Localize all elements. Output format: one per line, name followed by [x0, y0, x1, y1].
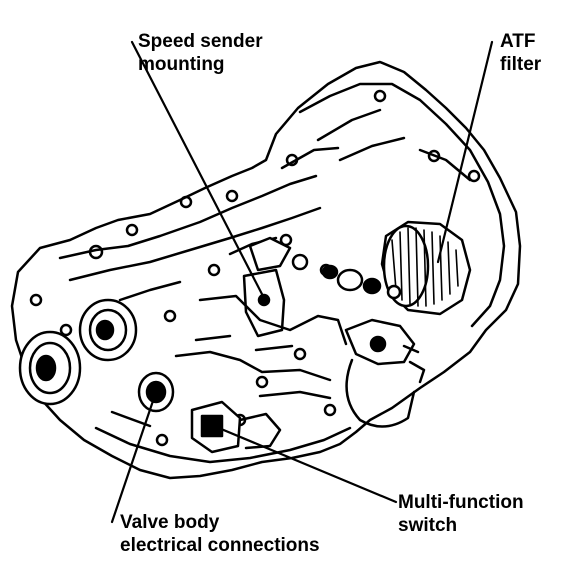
left-drive-flange [18, 330, 82, 406]
atf-fittings [321, 264, 402, 300]
leader-lines [110, 40, 494, 524]
label-speed-sender-line2: mounting [138, 54, 225, 75]
right-drive-flange [78, 298, 138, 362]
bell-housing-ribs [280, 108, 472, 182]
label-speed-sender-mounting: Speed sender mounting [138, 30, 263, 76]
leader-speed-sender [130, 40, 266, 300]
leader-atf-filter [436, 40, 494, 264]
label-atf-line2: filter [500, 54, 542, 75]
housing-outline [10, 60, 522, 480]
label-atf-filter: ATF filter [500, 30, 541, 76]
selector-bracket [344, 318, 426, 428]
label-speed-sender-line1: Speed sender [138, 31, 263, 52]
label-multi-line1: Multi-function [398, 492, 524, 513]
bell-housing-rim [298, 82, 506, 328]
speed-sender-mount [242, 236, 292, 338]
label-atf-line1: ATF [500, 31, 536, 52]
label-multi-function-switch: Multi-function switch [398, 491, 524, 537]
leader-valve-body [110, 390, 158, 524]
atf-filter-canister [380, 220, 472, 316]
case-ridges [58, 174, 322, 302]
leader-multi-function [212, 424, 398, 504]
shift-linkage [174, 294, 348, 382]
label-valve-body-connections: Valve body electrical connections [120, 511, 320, 557]
label-valve-line2: electrical connections [120, 535, 320, 556]
label-multi-line2: switch [398, 515, 458, 536]
label-valve-line1: Valve body [120, 512, 220, 533]
